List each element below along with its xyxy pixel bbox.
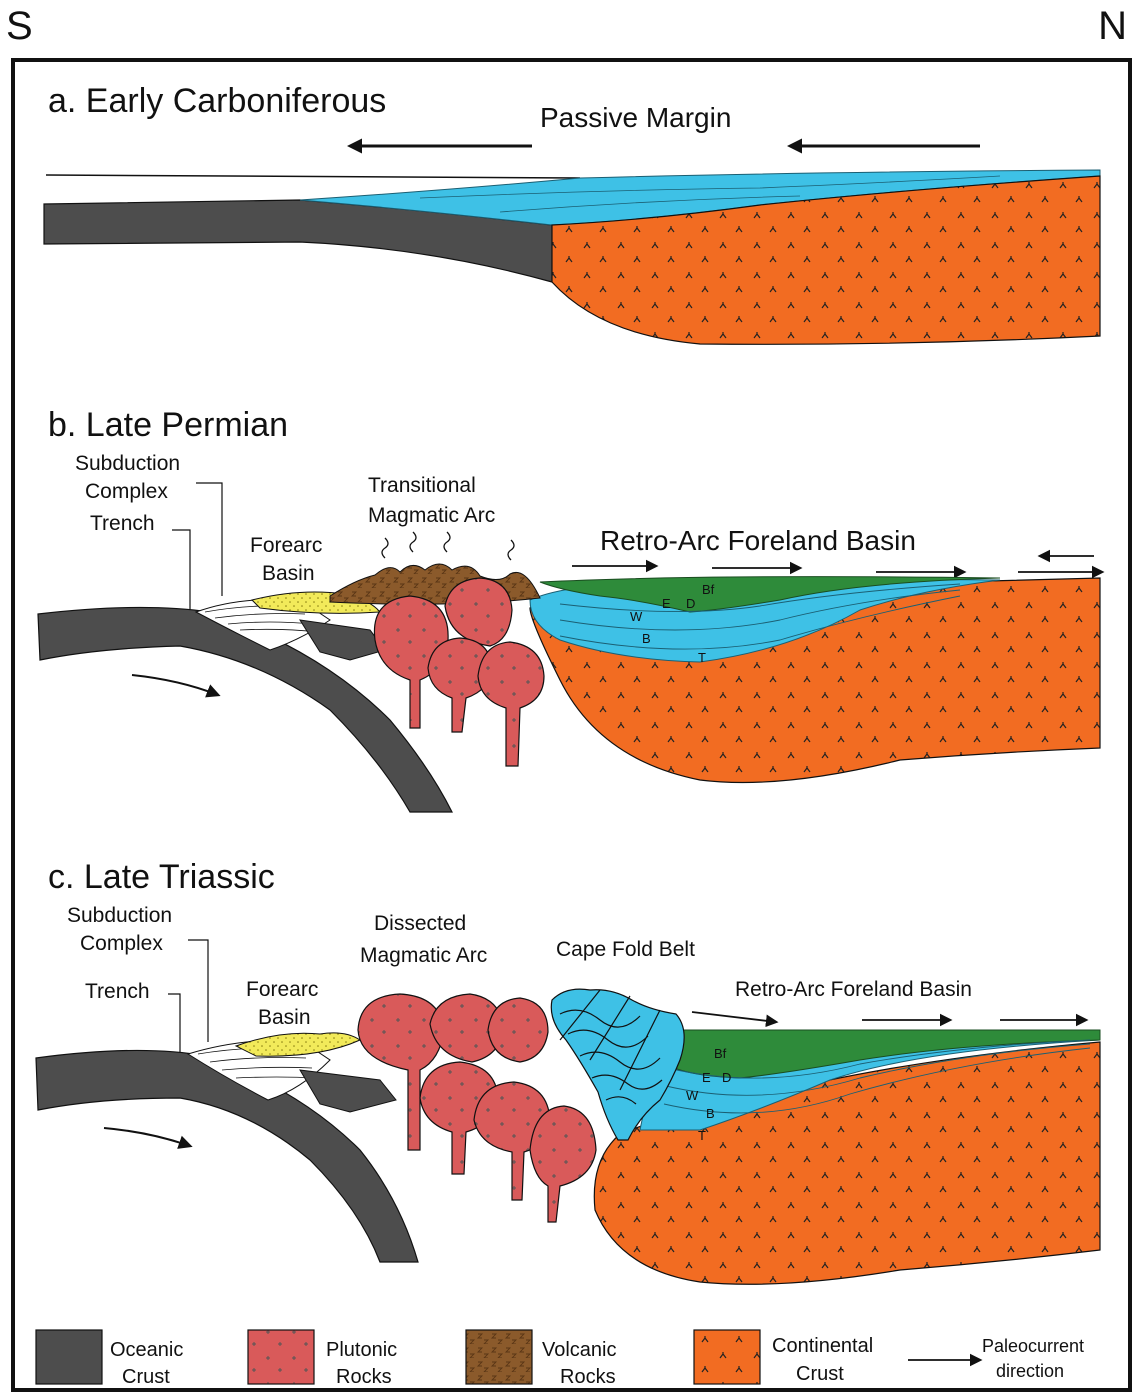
unit-label: B (706, 1106, 715, 1121)
legend-label: Rocks (336, 1366, 392, 1388)
unit-label: Bf (702, 582, 715, 597)
legend-label: Crust (122, 1366, 170, 1388)
trench-label: Trench (90, 512, 155, 535)
cape-fold-belt-label: Cape Fold Belt (556, 938, 695, 961)
subduction-complex-label: Complex (85, 480, 168, 503)
legend-swatch-continental (694, 1330, 760, 1384)
unit-label: T (698, 1128, 706, 1143)
legend-label: Rocks (560, 1366, 616, 1388)
leader-line (168, 994, 180, 1058)
panel-c-title: c. Late Triassic (48, 858, 275, 896)
arc-label: Dissected (374, 912, 466, 935)
legend-swatch-plutonic (248, 1330, 314, 1384)
unit-label: W (686, 1088, 699, 1103)
plate-motion-arrow (104, 1128, 190, 1146)
unit-label: E (662, 596, 671, 611)
plate-motion-arrow (132, 675, 218, 695)
forearc-basin-label: Basin (262, 562, 315, 585)
forearc-basin-label: Forearc (246, 978, 318, 1001)
trench-label: Trench (85, 980, 150, 1003)
arc-label: Magmatic Arc (368, 504, 495, 527)
sea-level-line (46, 175, 580, 178)
legend-label: Crust (796, 1363, 844, 1385)
forearc-basin-label: Forearc (250, 534, 322, 557)
legend-label: Oceanic (110, 1339, 183, 1361)
forearc-basin-label: Basin (258, 1006, 311, 1029)
arc-label: Magmatic Arc (360, 944, 487, 967)
leader-line (196, 483, 222, 596)
unit-label: W (630, 609, 643, 624)
legend-label: Plutonic (326, 1339, 397, 1361)
legend: Oceanic Crust Plutonic Rocks Volcanic Ro… (36, 1330, 1084, 1388)
panel-a-title: a. Early Carboniferous (48, 82, 386, 120)
panel-c: c. Late Triassic Subduction Complex Tren… (36, 858, 1100, 1284)
unit-label: D (722, 1070, 731, 1085)
foreland-basin-label: Retro-Arc Foreland Basin (600, 525, 916, 556)
leader-line (172, 530, 190, 610)
legend-label: Paleocurrent (982, 1336, 1084, 1356)
leader-line (188, 940, 208, 1042)
forearc-basin-fill (236, 1033, 360, 1056)
unit-label: B (642, 631, 651, 646)
unit-label: Bf (714, 1046, 727, 1061)
panel-b-title: b. Late Permian (48, 406, 288, 444)
subduction-complex-label: Subduction (75, 452, 180, 475)
legend-label: Volcanic (542, 1339, 617, 1361)
legend-label: direction (996, 1361, 1064, 1381)
unit-label: E (702, 1070, 711, 1085)
panel-b: b. Late Permian Subduction Complex Trenc… (38, 406, 1102, 812)
legend-swatch-volcanic (466, 1330, 532, 1384)
legend-swatch-oceanic (36, 1330, 102, 1384)
foreland-basin-label: Retro-Arc Foreland Basin (735, 978, 972, 1001)
subduction-complex-label: Subduction (67, 904, 172, 927)
passive-margin-label: Passive Margin (540, 102, 731, 133)
arc-label: Transitional (368, 474, 476, 497)
legend-label: Continental (772, 1335, 873, 1357)
panel-a: a. Early Carboniferous Passive Margin (44, 82, 1100, 344)
subduction-complex-label: Complex (80, 932, 163, 955)
unit-label: T (698, 650, 706, 665)
unit-label: D (686, 596, 695, 611)
